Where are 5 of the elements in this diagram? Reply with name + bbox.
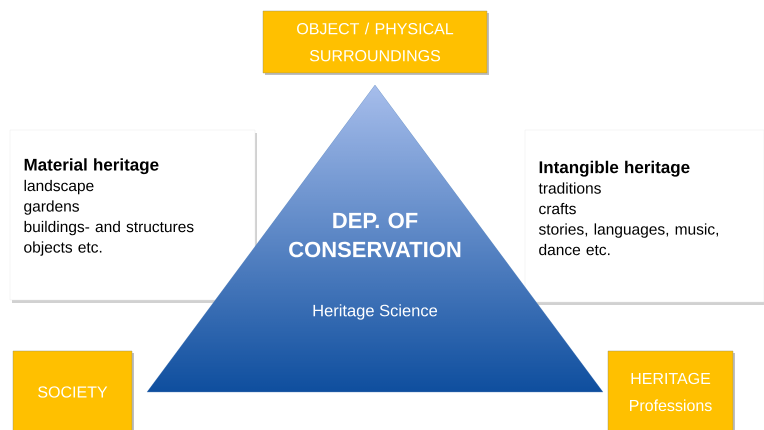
label-box: HERITAGE Professions xyxy=(608,350,735,430)
text-panel: Material heritage landscape gardens buildings- and structures objects etc. xyxy=(10,130,257,303)
label-box: SOCIETY xyxy=(12,350,134,430)
label-box: OBJECT / PHYSICAL SURROUNDINGS xyxy=(262,10,489,75)
text-panel: Intangible heritage traditions crafts stories, languages, music, dance etc. xyxy=(524,130,764,305)
